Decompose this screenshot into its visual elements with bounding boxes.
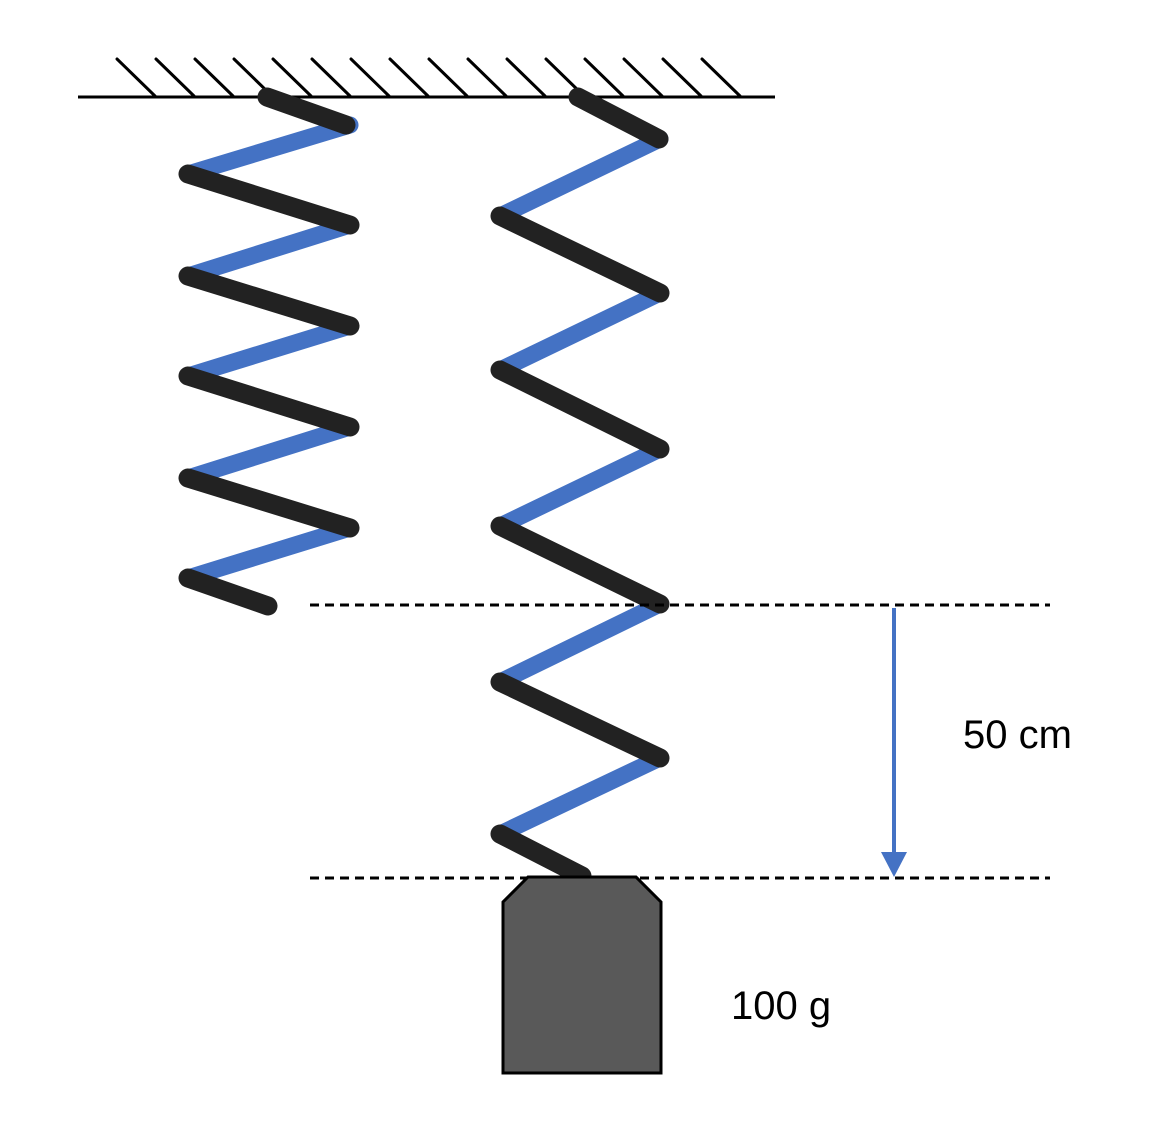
hatch-mark [388,57,430,98]
hatch-mark [154,57,196,98]
hatch-mark [661,57,703,98]
hatch-mark [193,57,235,98]
coil-back-segment [179,519,359,587]
hatch-mark [622,57,664,98]
coil-back-segment [179,216,359,285]
hatch-mark [310,57,352,98]
coil-back-segment [491,440,669,535]
spring-stretched [490,87,670,886]
coil-front-segment [178,468,360,538]
coil-front-segment [490,360,670,459]
coil-front-segment [178,366,360,437]
hatch-mark [115,57,157,98]
coil-back-segment [491,130,669,225]
displacement-label: 50 cm [963,713,1072,757]
coil-back-segment [491,595,669,691]
coil-back-segment [179,116,359,183]
hanging-mass [501,875,663,1075]
coil-front-segment [490,672,670,768]
displacement-arrow [881,608,907,877]
coil-front-segment [178,164,360,235]
coil-front-segment [490,824,592,886]
coil-back-segment [491,284,669,379]
coil-front-segment [178,266,360,336]
coil-back-segment [491,749,669,843]
coil-back-segment [179,317,359,385]
hatch-mark [583,57,625,98]
hatch-mark [271,57,313,98]
spring-unstretched [178,87,360,616]
coil-front-segment [490,516,670,614]
hatch-mark [505,57,547,98]
coil-front-segment [568,87,669,149]
mass-label: 100 g [731,984,831,1028]
coil-front-segment [257,87,356,135]
hatch-mark [466,57,508,98]
ceiling-hatching [115,57,742,98]
coil-front-segment [490,206,670,303]
hatch-mark [427,57,469,98]
hatch-mark [700,57,742,98]
coil-front-segment [178,568,278,616]
coil-back-segment [179,418,359,487]
hatch-mark [349,57,391,98]
